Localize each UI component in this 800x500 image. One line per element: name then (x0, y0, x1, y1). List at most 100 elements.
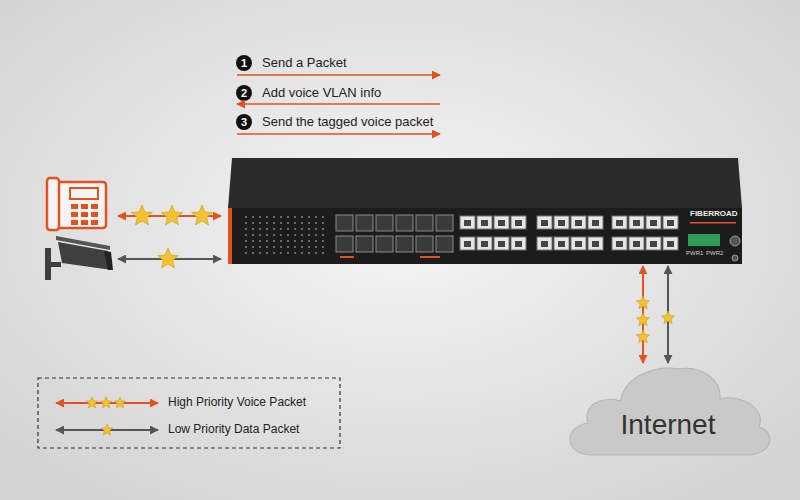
status-led (287, 216, 289, 218)
rj45-port (629, 237, 644, 250)
priority-star (192, 205, 213, 225)
step-arrow (237, 103, 440, 105)
status-led (315, 216, 317, 218)
status-led (252, 222, 254, 224)
priority-star (636, 296, 649, 309)
status-led (280, 234, 282, 236)
status-led (308, 222, 310, 224)
step-arrow (237, 74, 440, 76)
status-led (280, 222, 282, 224)
sfp-port (416, 215, 433, 231)
port-notch (650, 220, 657, 226)
phone-key (81, 204, 88, 209)
status-led (287, 234, 289, 236)
port-notch (464, 241, 471, 247)
sfp-port (376, 236, 393, 252)
power-terminal (688, 234, 720, 246)
status-led (259, 252, 261, 254)
status-led (259, 234, 261, 236)
port-notch (464, 220, 471, 226)
status-led (259, 228, 261, 230)
status-led (280, 252, 282, 254)
rj45-port (612, 237, 627, 250)
rj45-port (460, 216, 475, 229)
priority-star (158, 248, 179, 268)
port-notch (515, 220, 522, 226)
network-switch: FIBERROAD (228, 158, 754, 264)
rj45-port (588, 216, 603, 229)
switch-button (730, 236, 740, 246)
status-led (308, 228, 310, 230)
priority-star (132, 205, 153, 225)
phone-screen (70, 188, 98, 199)
status-led (322, 252, 324, 254)
status-led (266, 252, 268, 254)
status-led (301, 222, 303, 224)
status-led (322, 246, 324, 248)
callout-number: 1 (236, 55, 252, 71)
rj45-port (646, 237, 661, 250)
status-led (273, 252, 275, 254)
rj45-port (494, 237, 509, 250)
status-led (252, 216, 254, 218)
node-text: FIBERROAD (690, 209, 738, 219)
internet-cloud: Internet (560, 365, 776, 457)
status-led (252, 240, 254, 242)
port-label: PWR2 (706, 250, 723, 257)
phone-key (71, 212, 78, 217)
status-led (280, 216, 282, 218)
port-notch (558, 241, 565, 247)
status-led (294, 246, 296, 248)
phone-key (91, 204, 98, 209)
phone-key (81, 212, 88, 217)
rj45-port (663, 216, 678, 229)
rj45-port (646, 216, 661, 229)
status-led (245, 216, 247, 218)
rj45-port (588, 237, 603, 250)
port-notch (650, 241, 657, 247)
status-led (315, 228, 317, 230)
status-led (266, 222, 268, 224)
phone-keys (71, 204, 98, 225)
port-notch (633, 220, 640, 226)
camera-arm (51, 262, 61, 267)
callout-number: 2 (236, 85, 252, 101)
status-led (294, 252, 296, 254)
priority-star (114, 397, 125, 408)
rj45-port (511, 216, 526, 229)
status-led (252, 246, 254, 248)
status-led (245, 252, 247, 254)
status-led (315, 246, 317, 248)
rj45-port (511, 237, 526, 250)
rj45-port (537, 216, 552, 229)
sfp-port (376, 215, 393, 231)
port-notch (633, 241, 640, 247)
status-led (294, 216, 296, 218)
legend-text: High Priority Voice Packet (168, 395, 306, 409)
step-circle (236, 85, 252, 101)
port-notch (667, 220, 674, 226)
status-led (259, 216, 261, 218)
port-notch (515, 241, 522, 247)
port-tag (340, 256, 354, 258)
status-led (287, 252, 289, 254)
status-led (252, 228, 254, 230)
sfp-port (396, 236, 413, 252)
status-led (315, 240, 317, 242)
status-led (301, 252, 303, 254)
rj45-port (460, 237, 475, 250)
status-led (294, 222, 296, 224)
legend-text: Low Priority Data Packet (168, 422, 299, 436)
status-led (287, 240, 289, 242)
switch-button (732, 255, 738, 261)
camera-lens (104, 251, 113, 270)
status-led (294, 234, 296, 236)
brand-underline (690, 222, 736, 224)
port-notch (575, 241, 582, 247)
step-circle (236, 114, 252, 130)
status-led (259, 246, 261, 248)
status-led (280, 246, 282, 248)
step-circle (236, 55, 252, 71)
legend-box (38, 378, 340, 448)
